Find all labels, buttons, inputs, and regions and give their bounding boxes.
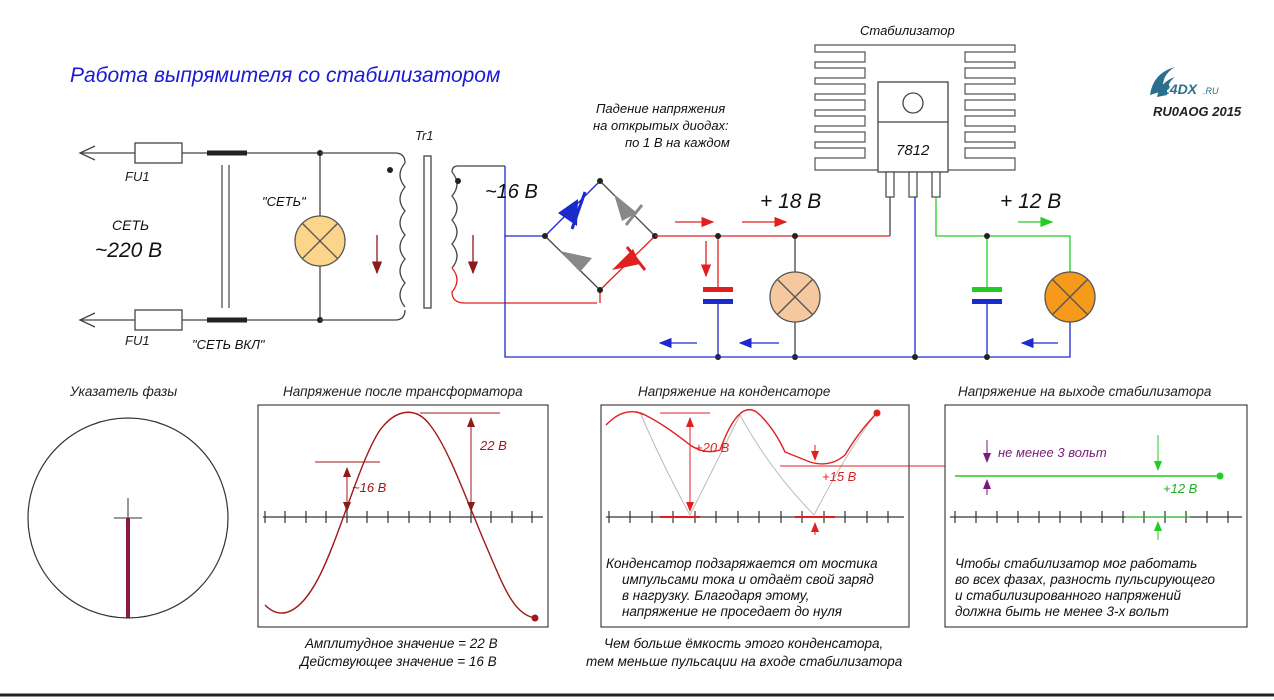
mains-lamp [294,150,346,323]
mains-label: СЕТЬ [112,217,149,233]
mains-voltage: ~220 В [95,239,162,262]
stabilizer-chip-label: 7812 [896,142,930,159]
capacitor-ripple [605,409,878,465]
capacitor-note-3: в нагрузку. Благодаря этому, [622,588,809,603]
svg-text:.RU: .RU [1203,86,1219,96]
mains-on-label: "СЕТЬ ВКЛ" [192,337,266,352]
secondary-winding [451,165,505,269]
load-lamp-regulated [1044,271,1096,323]
author-label: RU0AOG 2015 [1153,104,1242,119]
stabilizer-note-3: и стабилизированного напряжений [955,588,1182,603]
transformer-panel-title: Напряжение после трансформатора [283,384,523,399]
transformer-label: Tr1 [415,128,434,143]
stabilizer-min-diff-label: не менее 3 вольт [998,445,1107,460]
page-title: Работа выпрямителя со стабилизатором [70,64,501,87]
capacitor-caption-2: тем меньше пульсации на входе стабилизат… [586,654,903,669]
output-rail [935,197,1071,272]
capacitor-note-4: напряжение не проседает до нуля [622,604,842,619]
capacitor-max-label: +20 В [695,440,730,455]
primary-wiring [320,152,406,321]
stabilizer-note-1: Чтобы стабилизатор мог работать [955,556,1197,571]
capacitor-axis [606,511,904,523]
transformer-core [423,155,432,309]
capacitor-note-2: импульсами тока и отдаёт свой заряд [622,572,874,587]
fuse-bottom-label: FU1 [125,333,150,348]
diode-drop-note-2: на открытых диодах: [593,118,729,133]
input-capacitor [703,233,733,360]
stabilizer-note-4: должна быть не менее 3-х вольт [955,604,1169,619]
stabilizer-axis [950,511,1242,523]
diode-drop-note-3: по 1 В на каждом [625,135,730,150]
phase-panel-title: Указатель фазы [69,384,177,399]
capacitor-note-1: Конденсатор подзаряжается от мостика [606,556,878,571]
secondary-voltage: ~16 В [485,181,538,203]
negative-rail [504,170,1071,358]
svg-text:24DX: 24DX [1161,81,1199,97]
transformer-rms-label: ~16 В [352,480,387,495]
transformer-caption-2: Действующее значение = 16 В [298,654,497,669]
diode-bridge [542,178,658,293]
rectified-voltage: + 18 В [760,190,821,213]
output-voltage: + 12 В [1000,190,1061,213]
transformer-axis [263,511,543,523]
capacitor-caption-1: Чем больше ёмкость этого конденсатора, [604,636,883,651]
transformer-waveform [264,411,536,619]
phase-indicator [27,417,229,619]
fuse-bottom [134,309,183,331]
fuse-top-label: FU1 [125,169,150,184]
stabilizer-out-label: +12 В [1163,481,1198,496]
load-lamp-unregulated [769,233,821,360]
transformer-peak-label: 22 В [479,438,507,453]
stabilizer-panel-title: Напряжение на выходе стабилизатора [958,384,1212,399]
mains-switch [207,150,247,323]
diode-drop-note-1: Падение напряжения [596,101,725,116]
transformer-caption-1: Амплитудное значение = 22 В [304,636,498,651]
capacitor-ripple-ghost [639,411,878,517]
capacitor-panel-title: Напряжение на конденсаторе [638,384,830,399]
stabilizer-chip [877,81,949,198]
capacitor-min-label: +15 В [822,469,857,484]
stabilizer-note-2: во всех фазах, разность пульсирующего [955,572,1216,587]
output-capacitor [972,233,1002,360]
stabilizer-title: Стабилизатор [860,23,955,38]
fuse-top [134,142,183,164]
stabilizer-panel [944,404,1248,628]
lamp-mains-label: "СЕТЬ" [262,194,307,209]
site-logo: 24DX .RU [1150,67,1219,97]
mains-input [78,145,320,328]
